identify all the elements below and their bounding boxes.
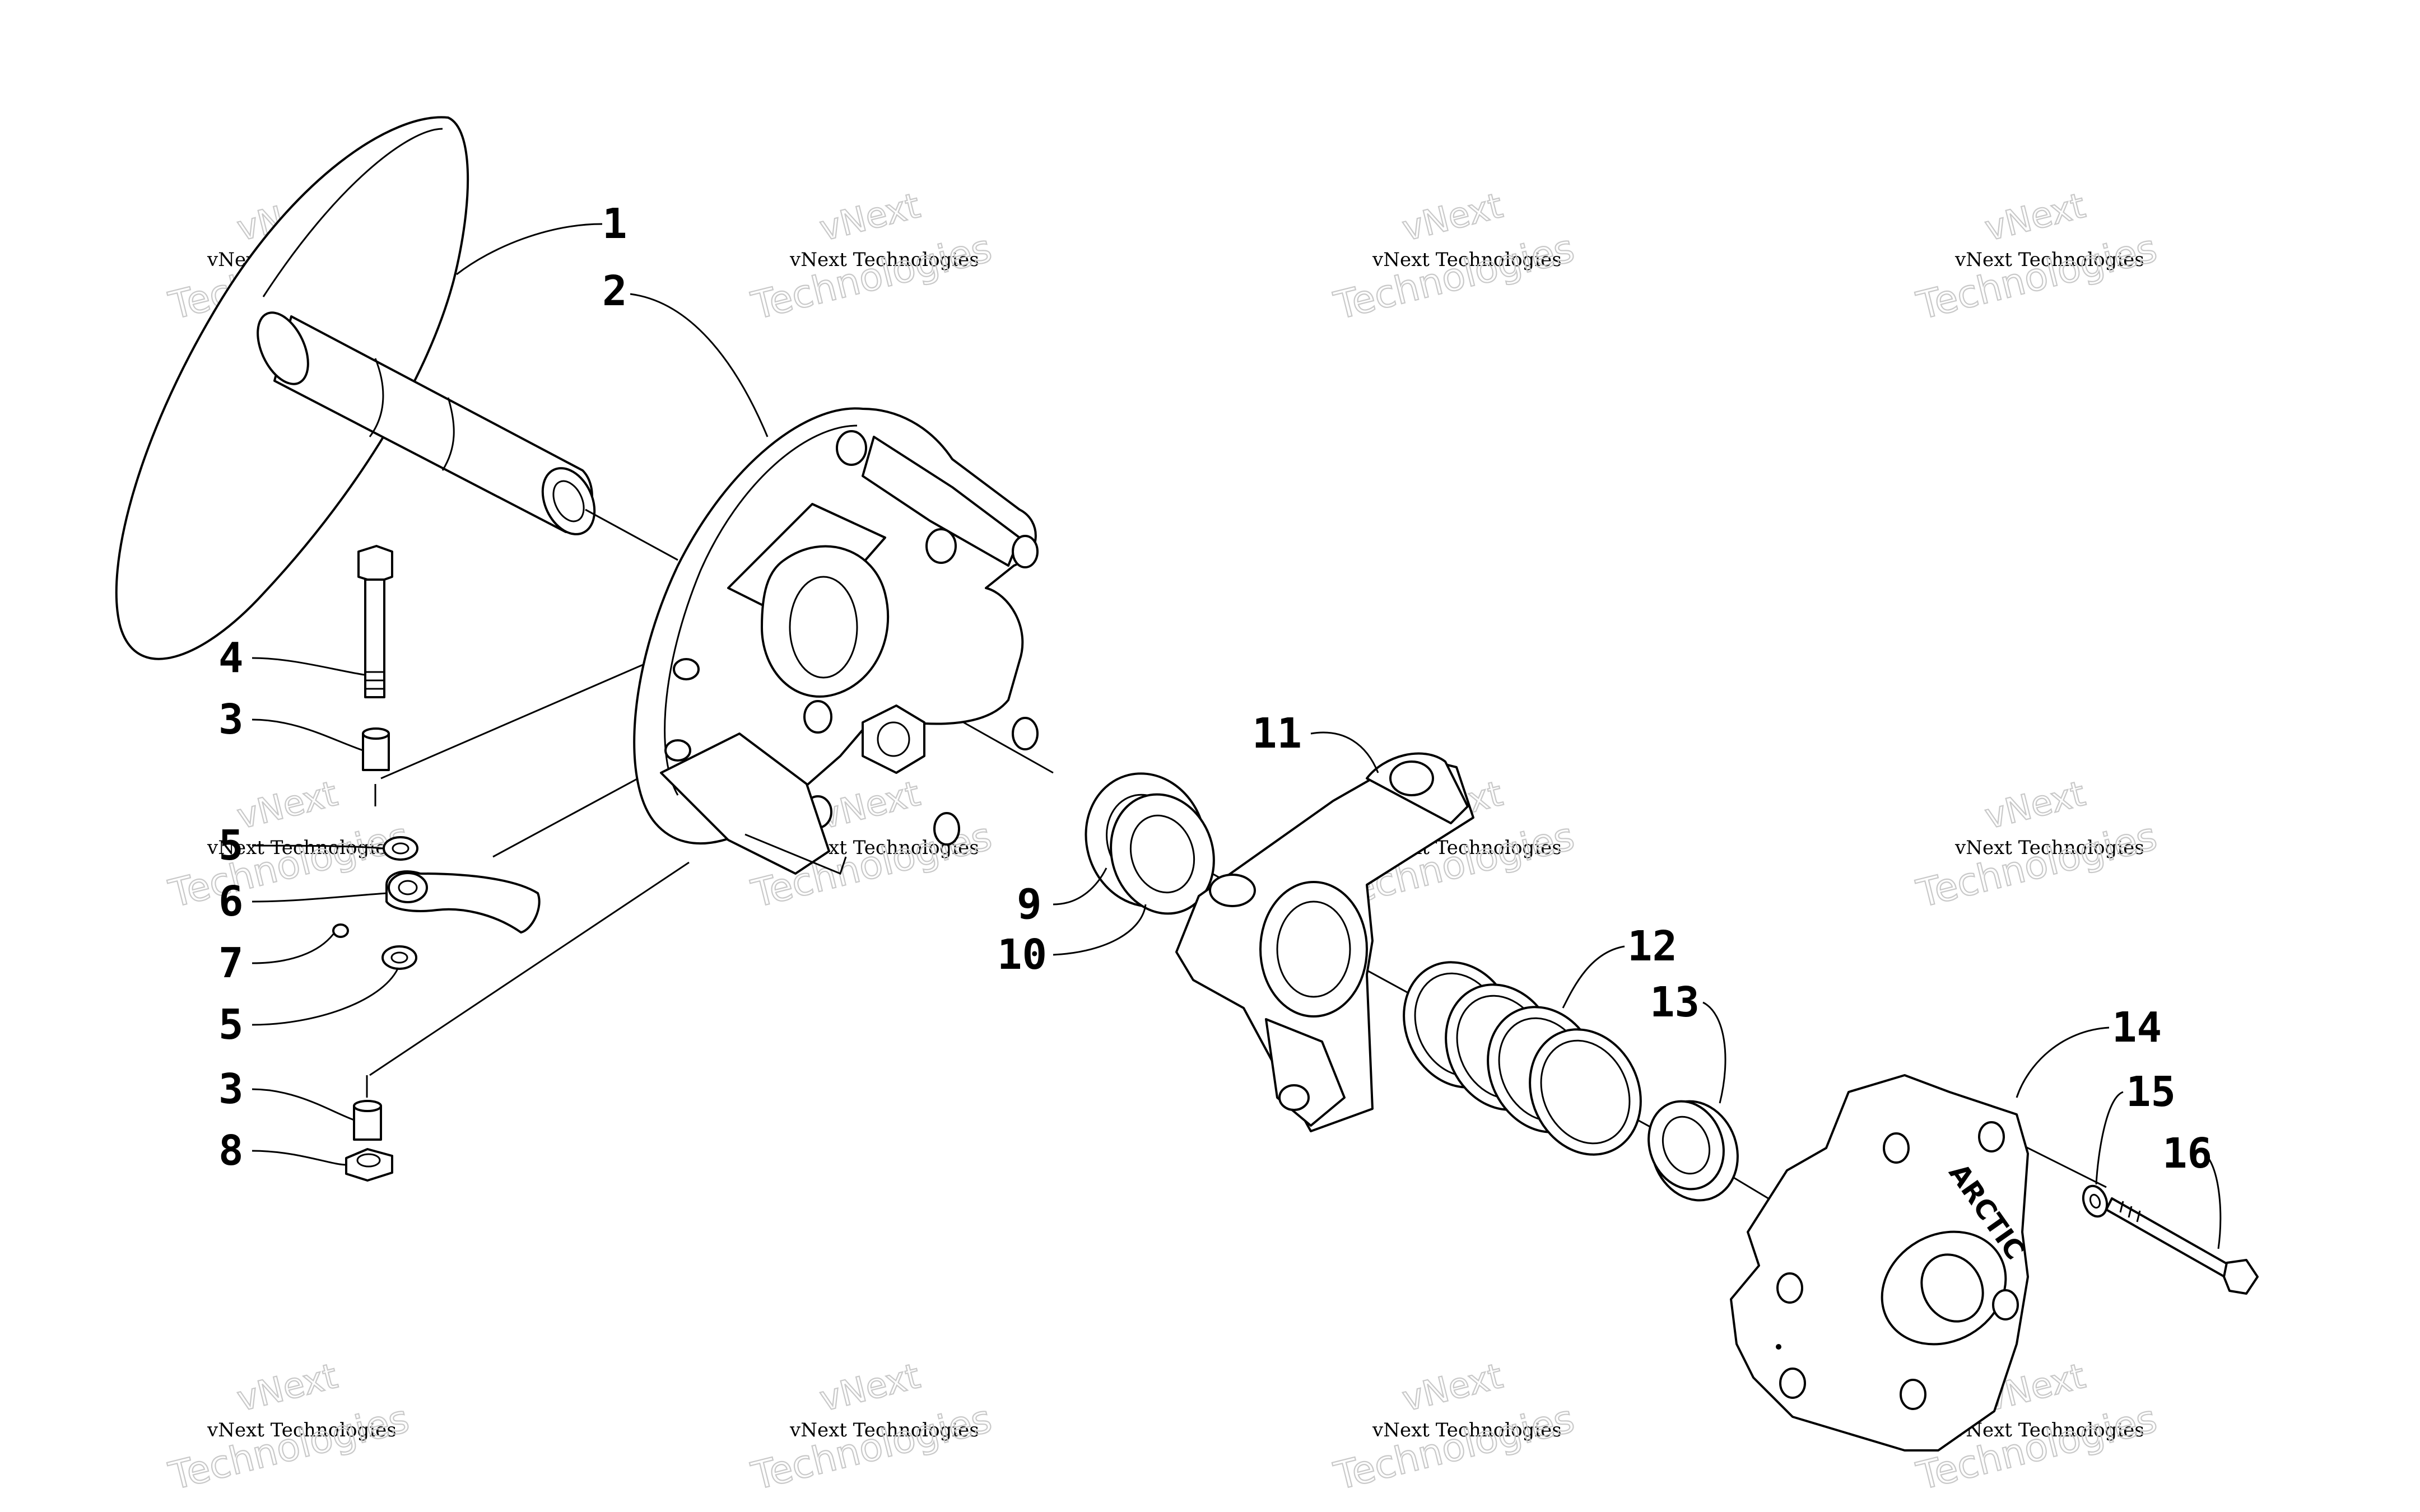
callout-4: 4 — [218, 634, 244, 682]
callout-1: 1 — [602, 200, 627, 248]
bolt — [357, 545, 393, 698]
watermark-word: Technologies — [165, 1397, 413, 1499]
watermark-company: vNext Technologies — [1954, 249, 2144, 271]
leader-lines — [252, 223, 2222, 1249]
watermark-brand: vNext — [1981, 773, 2089, 837]
callout-8: 8 — [218, 1127, 244, 1175]
washer-cover — [2082, 1184, 2109, 1218]
watermark-word: Technologies — [747, 1397, 996, 1499]
washer-upper — [383, 836, 418, 861]
washer-lower — [381, 945, 417, 970]
lock-nut — [345, 1148, 393, 1182]
watermark-company: vNext Technologies — [1372, 1419, 1562, 1441]
watermark-company: vNext Technologies — [1372, 249, 1562, 271]
callout-3-lower: 3 — [218, 1065, 244, 1113]
bushing-lower — [353, 1100, 382, 1141]
movable-sheave — [633, 407, 1039, 875]
watermark-company: vNext Technologies — [207, 1419, 397, 1441]
watermark-brand: vNext — [816, 185, 924, 249]
cap-screw — [2105, 1197, 2259, 1295]
callout-5-upper: 5 — [218, 822, 244, 870]
watermark-company: vNext Technologies — [1954, 1419, 2144, 1441]
spider — [1175, 752, 1474, 1132]
callout-14: 14 — [2112, 1004, 2162, 1052]
fixed-sheave — [115, 116, 596, 660]
callout-13: 13 — [1650, 978, 1700, 1026]
watermark-word: Technologies — [747, 226, 996, 329]
watermark-brand: vNext — [233, 1355, 341, 1420]
callout-6: 6 — [218, 878, 244, 926]
callout-10: 10 — [997, 931, 1047, 979]
watermark-brand: vNext — [1398, 185, 1506, 249]
watermark-word: Technologies — [1330, 226, 1579, 329]
watermark-word: Technologies — [1912, 814, 2161, 917]
watermark-company: vNext Technologies — [789, 1419, 979, 1441]
cam-arm — [385, 870, 541, 934]
callout-7: 7 — [218, 939, 244, 987]
callout-11: 11 — [1252, 710, 1302, 758]
callout-5-lower: 5 — [218, 1001, 244, 1049]
callout-12: 12 — [1627, 922, 1677, 970]
watermark-brand: vNext — [1398, 1355, 1506, 1420]
callout-labels: 1 2 4 3 5 6 7 5 3 8 9 10 11 12 13 14 15 … — [218, 200, 2212, 1178]
callout-2: 2 — [602, 267, 627, 315]
spacer-washer-inner — [1110, 793, 1215, 915]
watermark-company: vNext Technologies — [789, 249, 979, 271]
bushing-upper — [362, 727, 390, 771]
watermark-brand: vNext — [816, 773, 924, 837]
cover-plate: ARCTIC — [1730, 1074, 2031, 1452]
callout-3-upper: 3 — [218, 696, 244, 744]
watermark-word: Technologies — [1330, 1397, 1579, 1499]
callout-15: 15 — [2126, 1068, 2176, 1116]
watermark-brand: vNext — [1981, 185, 2089, 249]
collar — [1648, 1100, 1739, 1202]
callout-9: 9 — [1017, 880, 1042, 928]
spring — [1403, 961, 1642, 1156]
watermark-brand: vNext — [816, 1355, 924, 1420]
set-screw — [332, 923, 349, 938]
watermark-word: Technologies — [1912, 226, 2161, 329]
callout-16: 16 — [2162, 1130, 2212, 1178]
watermark-brand: vNext — [233, 773, 341, 837]
watermark-company: vNext Technologies — [1954, 837, 2144, 859]
